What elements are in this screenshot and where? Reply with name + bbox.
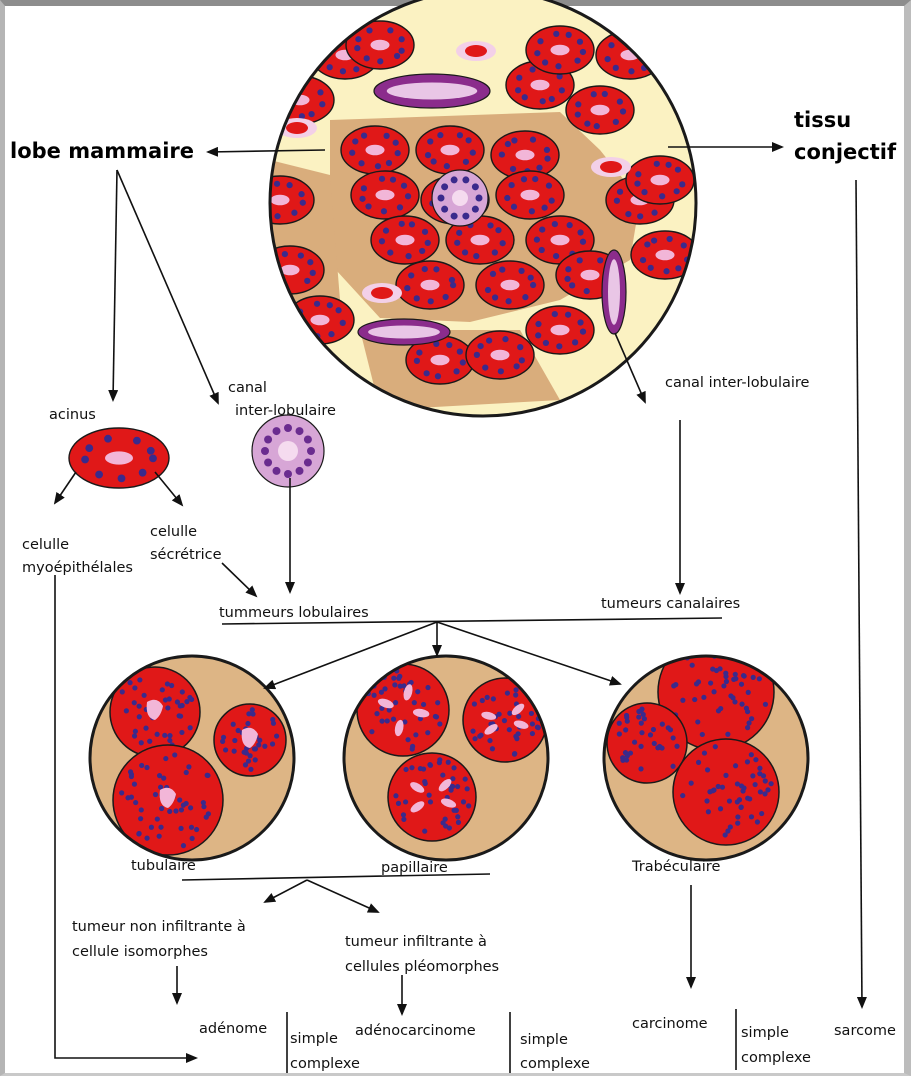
acinus-shape: [526, 26, 594, 74]
acinus-shape: [351, 171, 419, 219]
label-celulle-myo-1: celulle: [22, 535, 69, 555]
label-complexe-1: complexe: [290, 1054, 360, 1074]
label-acinus: acinus: [49, 405, 96, 425]
acinus-shape: [626, 156, 694, 204]
acinus-shape: [266, 76, 334, 124]
tumor-lobule: [388, 753, 476, 841]
acinus-shape: [246, 176, 314, 224]
label-tumeurs-canalaires: tumeurs canalaires: [601, 594, 740, 614]
label-complexe-3: complexe: [741, 1048, 811, 1068]
label-papillaire: papillaire: [381, 858, 448, 878]
vessel-lumen: [600, 161, 622, 173]
label-tummeurs-lobulaires: tummeurs lobulaires: [219, 603, 369, 623]
label-trabeculaire: Trabéculaire: [632, 857, 720, 877]
papillary-tumor-illustration: [344, 656, 548, 860]
label-canal-left-2: inter-lobulaire: [235, 401, 336, 421]
acinus-shape: [396, 261, 464, 309]
acinus-illustration: [69, 428, 169, 488]
label-canal-left-1: canal: [228, 378, 267, 398]
label-simple-1: simple: [290, 1029, 338, 1049]
acinus-shape: [496, 171, 564, 219]
label-celulle-sec-1: celulle: [150, 522, 197, 542]
label-simple-3: simple: [741, 1023, 789, 1043]
label-infiltrante-2: cellules pléomorphes: [345, 957, 499, 977]
label-adenocarcinome: adénocarcinome: [355, 1021, 476, 1041]
central-duct: [432, 170, 488, 226]
acinus-shape: [466, 331, 534, 379]
label-carcinome: carcinome: [632, 1014, 708, 1034]
label-infiltrante-1: tumeur infiltrante à: [345, 932, 487, 952]
acinus-shape: [476, 261, 544, 309]
label-canal-right: canal inter-lobulaire: [665, 373, 809, 393]
label-tissu: tissu: [794, 107, 851, 134]
vessel-lumen: [371, 287, 393, 299]
acinus-shape: [566, 86, 634, 134]
vessel-lumen: [286, 122, 308, 134]
label-lobe-mammaire: lobe mammaire: [10, 138, 194, 165]
acinus-shape: [341, 126, 409, 174]
duct-shape: [602, 250, 626, 334]
tumor-lobule: [463, 678, 547, 762]
trabecular-tumor-illustration: [604, 634, 808, 860]
label-celulle-sec-2: sécrétrice: [150, 545, 222, 565]
duct-shape: [358, 319, 450, 345]
label-non-infiltrante-2: cellule isomorphes: [72, 942, 208, 962]
tumor-lobule: [607, 703, 687, 783]
label-adenome: adénome: [199, 1019, 267, 1039]
tumor-lobule: [214, 704, 286, 776]
acinus-shape: [526, 306, 594, 354]
label-complexe-2: complexe: [520, 1054, 590, 1074]
acinus-shape: [346, 21, 414, 69]
label-non-infiltrante-1: tumeur non infiltrante à: [72, 917, 246, 937]
tumor-lobule: [673, 739, 779, 845]
acinus-shape: [69, 428, 169, 488]
label-tubulaire: tubulaire: [131, 856, 196, 876]
label-celulle-myo-2: myoépithélales: [22, 558, 133, 578]
tubular-tumor-illustration: [90, 656, 294, 860]
acinus-shape: [256, 246, 324, 294]
acinus-shape: [371, 216, 439, 264]
duct-shape: [374, 74, 490, 108]
acinus-shape: [416, 126, 484, 174]
label-conjectif: conjectif: [794, 139, 896, 166]
vessel-lumen: [465, 45, 487, 57]
interlobular-duct-illustration: [252, 415, 324, 487]
tumor-lobule: [357, 664, 449, 756]
label-sarcome: sarcome: [834, 1021, 896, 1041]
lobe-histology-illustration: [246, 0, 699, 416]
label-simple-2: simple: [520, 1030, 568, 1050]
acinus-shape: [596, 31, 664, 79]
